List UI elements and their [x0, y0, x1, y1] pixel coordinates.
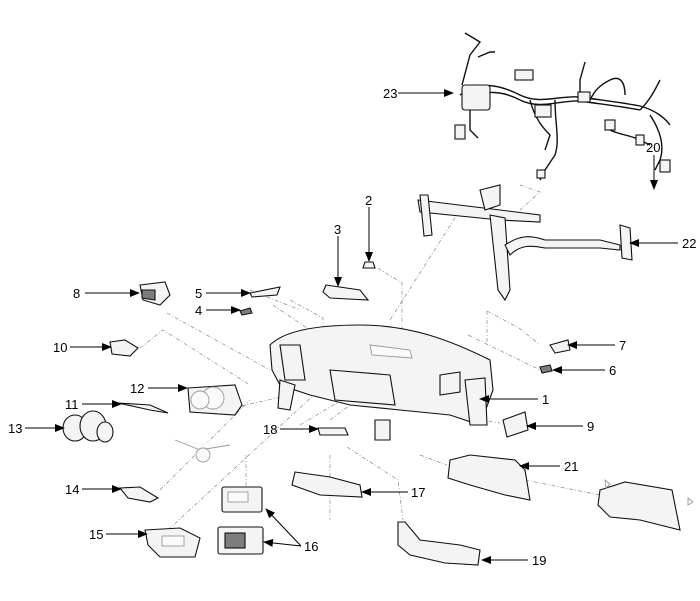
part-glove-box	[597, 478, 694, 531]
part-multifunction-switch	[174, 439, 231, 463]
part-center-lower-panel	[291, 471, 363, 498]
callout-label-8: 8	[73, 286, 80, 301]
callout-label-23: 23	[383, 86, 397, 101]
callout-label-22: 22	[682, 236, 696, 251]
callout-leaders	[25, 89, 678, 564]
callout-label-5: 5	[195, 286, 202, 301]
callout-label-3: 3	[334, 222, 341, 237]
callout-label-6: 6	[609, 363, 616, 378]
part-wiring-harness	[454, 32, 671, 181]
callout-label-13: 13	[8, 421, 22, 436]
callout-label-1: 1	[542, 392, 549, 407]
part-hazard-switch	[317, 427, 349, 436]
callout-label-9: 9	[587, 419, 594, 434]
callout-label-15: 15	[89, 527, 103, 542]
part-cluster-bracket	[117, 402, 169, 414]
part-cover-left	[249, 286, 281, 298]
part-cluster-fascia	[62, 410, 114, 443]
callout-label-4: 4	[195, 303, 202, 318]
callout-label-16: 16	[304, 539, 318, 554]
callout-label-12: 12	[130, 381, 144, 396]
part-center-fascia-panel	[144, 527, 201, 558]
part-clip	[362, 261, 376, 269]
part-side-vent-left-grille	[141, 289, 156, 301]
part-sensor	[239, 307, 253, 316]
part-cowl-cross-bar	[417, 184, 633, 302]
part-instrument-cluster	[187, 384, 243, 416]
callout-label-20: 20	[646, 140, 660, 155]
callout-label-18: 18	[263, 422, 277, 437]
part-glove-box-housing	[447, 454, 531, 501]
callout-label-17: 17	[411, 485, 425, 500]
callout-label-10: 10	[53, 340, 67, 355]
part-defrost-nozzle	[322, 284, 370, 301]
callout-label-7: 7	[619, 338, 626, 353]
part-lower-crash-pad	[397, 521, 481, 566]
callout-label-11: 11	[65, 397, 79, 412]
part-sensor-right	[539, 364, 553, 374]
part-switch-panel	[109, 339, 139, 357]
part-crash-pad	[269, 324, 494, 441]
part-side-vent-right	[502, 411, 529, 438]
part-steering-column-shroud	[118, 486, 160, 503]
part-cover-right	[549, 339, 571, 354]
callout-label-21: 21	[564, 459, 578, 474]
callout-label-2: 2	[365, 193, 372, 208]
part-audio-unit	[217, 486, 264, 555]
callout-label-19: 19	[532, 553, 546, 568]
callout-label-14: 14	[65, 482, 79, 497]
